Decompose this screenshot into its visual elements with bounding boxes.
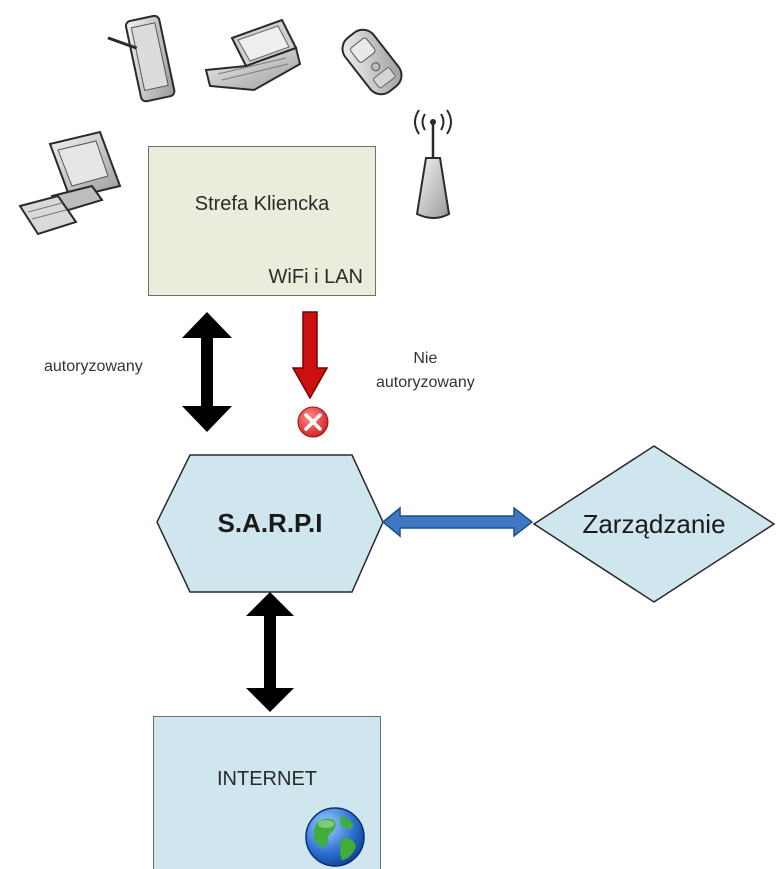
internet-label: INTERNET (217, 768, 317, 790)
desktop-computer-icon (18, 130, 122, 236)
internet-arrow (246, 592, 294, 712)
sarpi-label: S.A.R.P.I (217, 508, 322, 538)
unauthorized-label-line2: autoryzowany (376, 374, 475, 391)
management-arrow (381, 506, 534, 538)
laptop-icon (204, 18, 302, 92)
client-zone-node: Strefa Kliencka WiFi i LAN (148, 146, 376, 296)
internet-node: INTERNET (153, 716, 381, 869)
tablet-icon (107, 14, 176, 103)
management-label: Zarządzanie (582, 509, 725, 539)
unauthorized-arrow (291, 311, 329, 400)
sarpi-node: S.A.R.P.I (156, 454, 384, 593)
authorized-label: autoryzowany (44, 358, 143, 375)
wifi-router-icon (414, 109, 452, 219)
blocked-icon (297, 406, 329, 438)
unauthorized-label: Nie autoryzowany (376, 347, 475, 395)
mobile-phone-icon (341, 28, 403, 96)
management-node: Zarządzanie (532, 445, 776, 603)
client-zone-title: Strefa Kliencka (194, 193, 330, 215)
authorized-arrow (182, 312, 232, 432)
unauthorized-label-line1: Nie (413, 350, 438, 367)
globe-icon (305, 807, 365, 867)
client-zone-subtitle: WiFi i LAN (268, 266, 363, 288)
